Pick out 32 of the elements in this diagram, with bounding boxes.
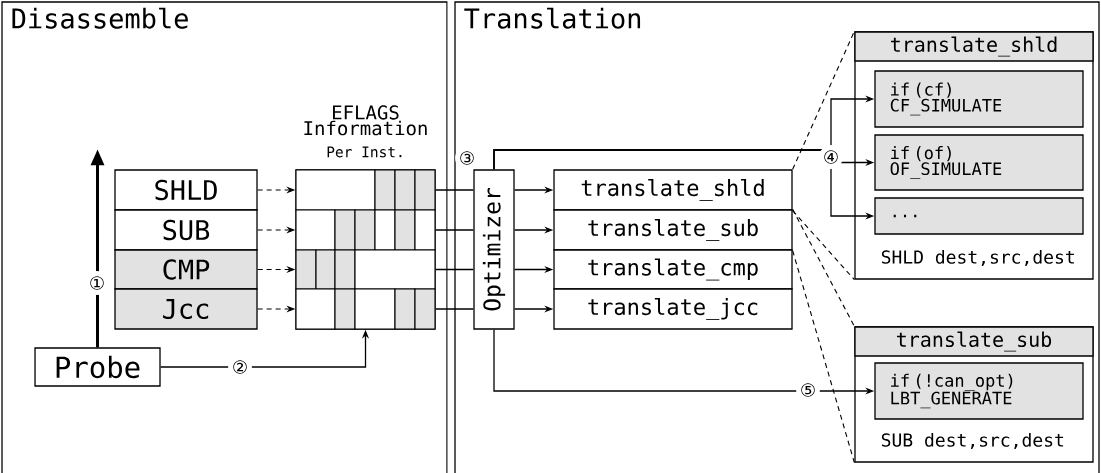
instruction-box: SUB — [114, 209, 258, 251]
connector-line — [435, 308, 474, 310]
flag-row — [295, 288, 436, 330]
code-box: if (of) OF_SIMULATE — [874, 134, 1084, 191]
step-number: ⑤ — [796, 378, 820, 402]
connector-line — [435, 189, 474, 191]
step-number: ① — [85, 271, 109, 295]
probe-box: Probe — [34, 347, 161, 387]
code-box: if (!can_opt) LBT_GENERATE — [874, 362, 1084, 420]
function-box: translate_jcc — [553, 288, 793, 330]
zoom-line — [792, 210, 855, 281]
code-box: if (cf) CF_SIMULATE — [874, 70, 1084, 128]
flag-row — [295, 169, 436, 211]
connector-line — [435, 268, 474, 271]
function-box: translate_shld — [553, 169, 793, 211]
function-box: translate_cmp — [553, 249, 793, 290]
zoom-line — [792, 250, 855, 464]
node-label: Per Inst. — [327, 146, 402, 158]
instruction-box: SHLD — [114, 169, 258, 211]
step-number: ② — [228, 355, 252, 379]
code-box: ... — [874, 197, 1084, 235]
optimizer-box: Optimizer — [473, 169, 515, 330]
step-number: ④ — [819, 145, 843, 169]
instruction-box: Jcc — [114, 288, 258, 330]
instruction-box: CMP — [114, 249, 258, 290]
zoom-line — [792, 208, 855, 327]
flag-row — [295, 249, 436, 290]
function-box: translate_sub — [553, 209, 793, 251]
step-number: ③ — [455, 146, 479, 170]
flag-row — [295, 209, 436, 251]
connector-line — [435, 229, 474, 231]
node-label: EFLAGS Information — [304, 105, 427, 136]
